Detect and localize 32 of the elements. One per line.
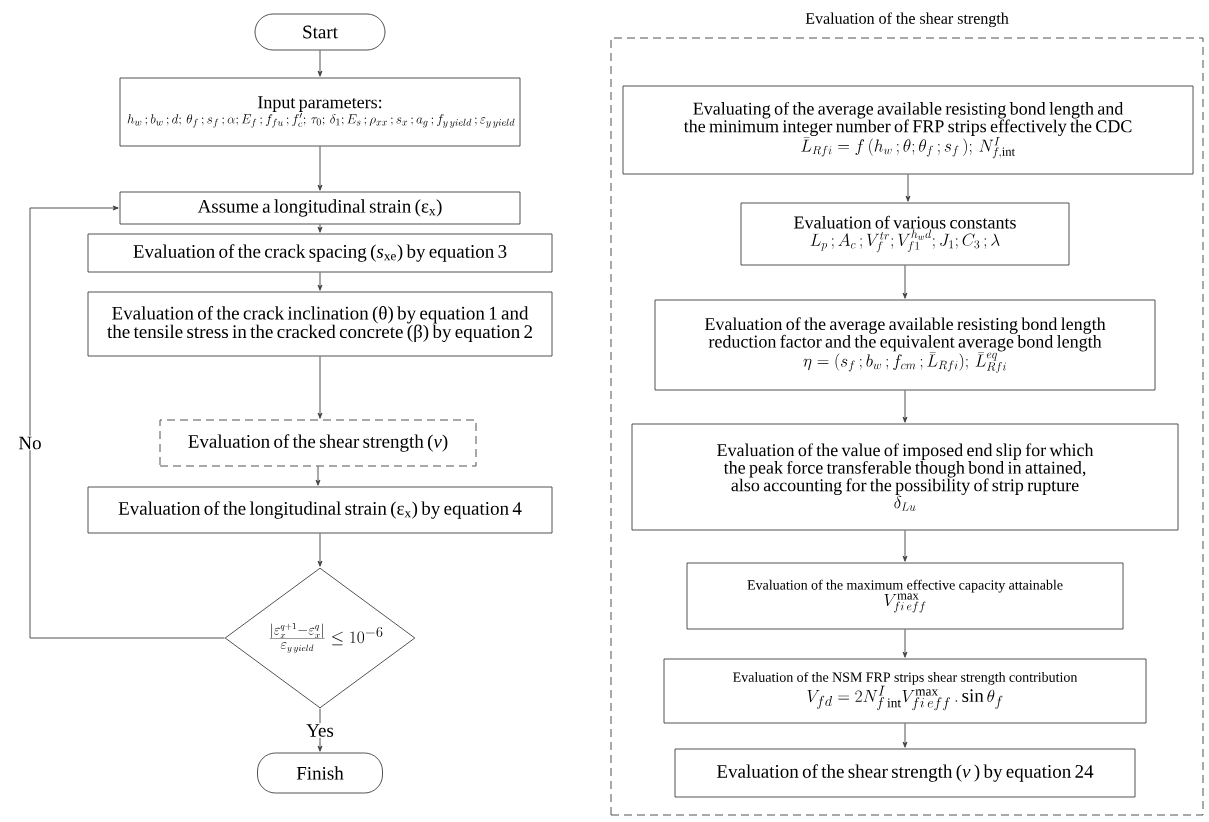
finish-terminal: Finish (257, 752, 383, 794)
arrow (902, 723, 908, 748)
process-box: Evaluation of the value of imposed end slip for which the peak force transferable though bond in attained, also accounting for the possibility of strip rupture $\delta_{Lu}$ (631, 423, 1179, 531)
arrow (317, 272, 323, 291)
arrow (902, 530, 908, 562)
process-box: Evaluating of the average available resisting bond length and the minimum integer number of FRP strips effectively the CDC $\bar{L}_{Rfi}=f\,(h_w\,;\theta;\theta_f\,;s_f\,);\,N^{I}_{f,\mathrm{int}}$ (622, 85, 1194, 175)
process-box: Evaluation of the NSM FRP strips shear strength contribution $V_{fd}=2N^{I}_{f\,\mathrm{int}}V^{\max}_{fi\,eff}\,.\sin\theta_f$ (663, 658, 1147, 724)
edge-label: Yes (305, 723, 335, 738)
edge-label: No (17, 435, 43, 451)
arrow (29, 205, 225, 639)
arrow (902, 390, 908, 423)
arrow (317, 146, 323, 191)
process-box: Evaluation of the crack spacing (s$_{xe}$) by equation 3 (87, 233, 553, 273)
process-box: Evaluation of the longitudinal strain (ε$_{x}$) by equation 4 (87, 486, 553, 534)
arrow (317, 356, 323, 419)
arrow (317, 224, 323, 233)
arrow (315, 466, 321, 486)
arrow (902, 265, 908, 299)
arrow (902, 629, 908, 658)
input-box: Input parameters: $h_w\,;b_w\,;d;\,\theta_f\,;s_f\,;\alpha;E_f\,;f_{fu}\,;f_c';\,\tau_0;\,\delta_1;E_s\,;\rho_{xx}\,;s_x\,;a_g\,;f_{y\,yield}\,;\varepsilon_{y\,yield}$ (119, 77, 521, 147)
process-box: Assume a longitudinal strain (ε$_{x}$) (119, 191, 521, 225)
arrow (905, 174, 911, 202)
process-box: Evaluation of the average available resisting bond length reduction factor and the equivalent average bond length $\eta=(s_f\,;b_w\,;f_{cm}\,;\bar{L}_{Rfi});\,\bar{L}^{eq}_{Rfi}$ (654, 299, 1156, 391)
process-box: Evaluation of the shear strength (v ) by equation 24 (674, 748, 1136, 798)
arrow (317, 50, 323, 77)
arrow (317, 533, 323, 567)
process-box: Evaluation of various constants $L_p\,;A_c\,;V_f^{tr};V_{f1}^{h_w d};J_1;C_3\,;\lambda$ (740, 202, 1070, 266)
start-terminal: Start (254, 13, 386, 51)
process-box: Evaluation of the shear strength (v) (159, 419, 477, 467)
process-box: Evaluation of the crack inclination (θ) by equation 1 and the tensile stress in the cracked concrete (β) by equation 2 (87, 291, 553, 357)
node-label: Evaluation of the shear strength (805, 12, 1009, 28)
process-box: Evaluation of the maximum effective capacity attainable $V^{\max}_{fi\,eff}$ (686, 562, 1124, 630)
